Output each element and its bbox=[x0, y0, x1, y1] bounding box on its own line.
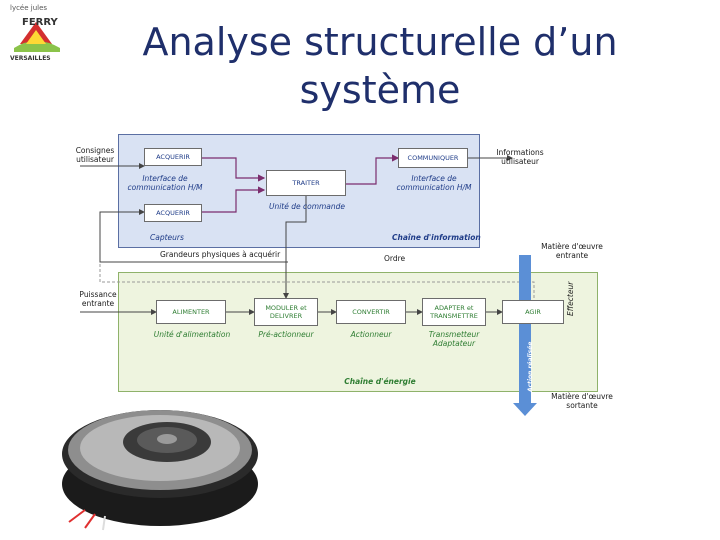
alimenter-box: ALIMENTER bbox=[156, 300, 226, 324]
transmetteur-label: Transmetteur Adaptateur bbox=[428, 330, 480, 348]
robot-vacuum-image bbox=[62, 410, 258, 531]
consignes-label: Consignes utilisateur bbox=[75, 146, 115, 164]
capteurs-label: Capteurs bbox=[150, 233, 184, 242]
interface-hm-left: Interface de communication H/M bbox=[127, 174, 203, 192]
action-realisee-label: Action réalisée bbox=[527, 341, 534, 392]
acquerir-box-1: ACQUERIR bbox=[144, 148, 202, 166]
interface-hm-right: Interface de communication H/M bbox=[396, 174, 472, 192]
action-arrow-body bbox=[519, 255, 531, 403]
convertir-box: CONVERTIR bbox=[336, 300, 406, 324]
wire-grandeurs bbox=[99, 209, 288, 263]
action-arrow-head bbox=[513, 403, 537, 416]
wire-feedback bbox=[99, 262, 535, 298]
pre-actionneur-label: Pré-actionneur bbox=[258, 330, 314, 339]
energy-chain-panel bbox=[118, 272, 598, 392]
school-logo: lycée jules FERRY VERSAILLES bbox=[6, 4, 68, 66]
informations-label: Informations utilisateur bbox=[496, 148, 544, 166]
ordre-label: Ordre bbox=[384, 254, 406, 263]
traiter-box: TRAITER bbox=[266, 170, 346, 196]
grandeurs-label: Grandeurs physiques à acquérir bbox=[160, 250, 281, 259]
matiere-sortante-label: Matière d'œuvre sortante bbox=[551, 392, 613, 410]
logo-line2: FERRY bbox=[22, 17, 58, 28]
unite-commande-label: Unité de commande bbox=[268, 202, 346, 211]
wire-acq1-traiter bbox=[202, 157, 266, 182]
actionneur-label: Actionneur bbox=[350, 330, 392, 339]
page-title: Analyse structurelle d’un système bbox=[142, 20, 618, 112]
logo-line3: VERSAILLES bbox=[10, 55, 51, 62]
moduler-box: MODULER et DELIVRER bbox=[254, 298, 318, 326]
effecteur-label: Effecteur bbox=[566, 281, 575, 316]
acquerir-box-2: ACQUERIR bbox=[144, 204, 202, 222]
matiere-entrante-label: Matière d'œuvre entrante bbox=[541, 242, 603, 260]
adapter-box: ADAPTER et TRANSMETTRE bbox=[422, 298, 486, 326]
wire-ordre bbox=[283, 192, 307, 299]
wire-traiter-comm bbox=[346, 154, 400, 185]
agir-box: AGIR bbox=[502, 300, 564, 324]
energy-chain-label: Chaîne d'énergie bbox=[344, 377, 416, 386]
puissance-label: Puissance entrante bbox=[79, 290, 117, 308]
logo-line1: lycée jules bbox=[10, 4, 48, 12]
unite-alimentation-label: Unité d'alimentation bbox=[153, 330, 231, 339]
info-chain-label: Chaîne d'information bbox=[392, 233, 481, 242]
communiquer-box: COMMUNIQUER bbox=[398, 148, 468, 168]
wire-acq2-traiter bbox=[202, 186, 266, 213]
